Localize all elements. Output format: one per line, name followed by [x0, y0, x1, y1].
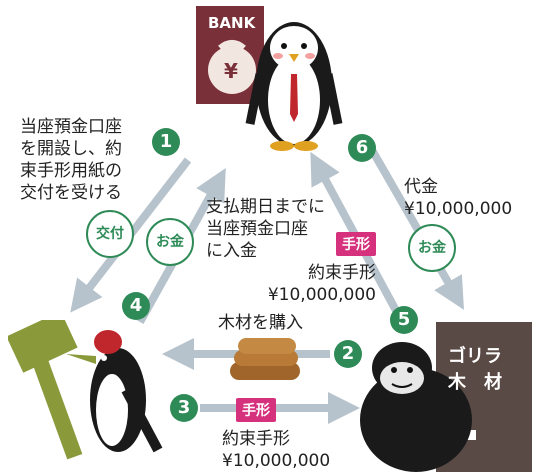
lumber-logs	[228, 334, 304, 388]
gorilla-illustration: ゴリラ 木 材	[356, 320, 536, 476]
step-2-number: 2	[334, 340, 362, 368]
yen-symbol: ¥	[224, 59, 238, 83]
step-5-text: 約束手形 ¥10,000,000	[267, 263, 376, 305]
gorilla-sign-line2: 木 材	[448, 372, 502, 393]
step-1-text: 当座預金口座 を開設し、約 束手形用紙の 交付を受ける	[20, 117, 122, 203]
step-6-number: 6	[348, 134, 376, 162]
arrow-bank-to-woodpecker	[70, 157, 192, 313]
gorilla-sign-line1: ゴリラ	[448, 346, 502, 367]
step-1-number: 1	[152, 128, 180, 156]
step-4-text: 支払期日までに 当座預金口座 に入金	[206, 197, 325, 261]
logs-icon	[230, 338, 300, 380]
penguin-banker-icon	[196, 6, 343, 151]
step-4-number: 4	[122, 292, 150, 320]
step-6-tag: お金	[408, 224, 456, 272]
woodpecker-hammer-icon	[6, 311, 163, 460]
bank-sign-label: BANK	[208, 14, 256, 32]
step-6-text: 代金 ¥10,000,000	[404, 177, 513, 219]
step-3-tag: 手形	[236, 398, 276, 422]
step-5-tag: 手形	[336, 232, 376, 256]
step-5-number: 5	[390, 306, 418, 334]
gorilla-lumber-icon	[360, 322, 532, 472]
step-2-text: 木材を購入	[218, 313, 303, 333]
step-4-tag: お金	[146, 218, 194, 266]
step-3-text: 約束手形 ¥10,000,000	[222, 429, 331, 471]
step-3-number: 3	[170, 394, 198, 422]
bank-illustration: BANK ¥	[194, 4, 354, 154]
woodpecker-illustration	[6, 311, 178, 474]
step-1-tag: 交付	[86, 210, 134, 258]
arrow-bank-to-gorilla	[368, 148, 464, 310]
